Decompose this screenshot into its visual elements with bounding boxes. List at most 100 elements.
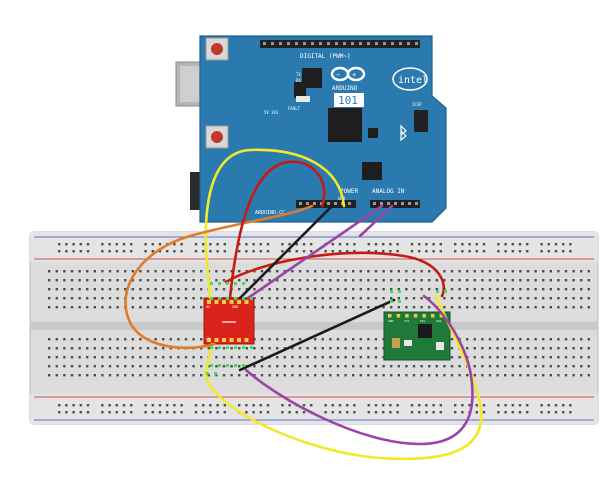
rail-hole [482,404,486,407]
rail-hole [425,404,428,407]
rail-hole [396,411,399,414]
terminal-hole [344,270,347,273]
rail-hole [238,243,241,246]
sensor-pin [439,314,444,318]
rail-hole [511,404,514,407]
terminal-hole [481,306,484,309]
level-shifter-pin [214,338,219,342]
terminal-hole [86,270,89,273]
rail-hole [374,243,378,246]
terminal-hole [63,288,66,291]
terminal-hole [222,347,226,350]
terminal-hole [101,288,104,291]
terminal-hole [298,347,302,350]
terminal-hole [200,365,203,368]
rail-hole [324,250,327,253]
terminal-hole [238,279,241,282]
rail-hole [547,250,550,253]
rail-hole [410,250,414,253]
sensor-component-b [404,340,412,346]
terminal-hole [496,270,499,273]
rail-hole [216,250,219,253]
digital-pin [391,42,394,45]
rail-hole [418,404,421,407]
terminal-hole [473,374,476,377]
rail-hole [518,411,522,414]
terminal-hole [336,374,340,377]
terminal-hole [488,270,492,273]
terminal-hole [276,356,279,359]
terminal-hole [192,356,195,359]
rail-hole [166,404,169,407]
terminal-hole [154,279,157,282]
terminal-hole [336,338,340,341]
digital-pin [359,42,362,45]
terminal-hole [93,288,96,291]
fault-label: FAULT [288,106,301,111]
terminal-hole [162,270,165,273]
terminal-hole [405,288,408,291]
terminal-hole [101,347,104,350]
rail-hole [65,411,68,414]
terminal-hole [192,338,195,341]
terminal-hole [146,288,150,291]
rail-hole [331,250,334,253]
terminal-hole [382,288,385,291]
terminal-hole [473,338,476,341]
terminal-hole [314,306,317,309]
terminal-hole [488,347,492,350]
rail-hole [367,243,370,246]
terminal-hole [253,374,256,377]
model-number: 101 [338,94,358,107]
terminal-hole [359,288,362,291]
rail-hole [382,404,385,407]
rail-hole [547,404,550,407]
terminal-hole [93,279,96,282]
terminal-hole [177,306,180,309]
rx-label: RX [296,78,301,83]
connection-marker [218,346,221,349]
terminal-hole [245,347,248,350]
terminal-hole [238,356,241,359]
level-shifter-pin [222,338,226,342]
rail-hole [454,411,457,414]
master-reset-button-cap[interactable] [211,131,223,143]
rail-hole [252,411,255,414]
rail-hole [569,411,572,414]
terminal-hole [580,288,583,291]
terminal-hole [397,288,400,291]
terminal-hole [116,306,119,309]
terminal-hole [549,356,552,359]
terminal-hole [101,297,104,300]
terminal-hole [298,374,302,377]
terminal-hole [390,279,393,282]
arduino-logo: − + [330,66,366,82]
terminal-hole [253,288,256,291]
terminal-hole [587,365,590,368]
terminal-hole [108,306,112,309]
terminal-hole [420,365,423,368]
terminal-hole [542,270,545,273]
terminal-hole [321,365,324,368]
rail-hole [374,250,378,253]
rail-hole [504,404,507,407]
terminal-hole [101,365,104,368]
reset-button-top-cap[interactable] [211,43,223,55]
digital-pin [335,42,338,45]
terminal-hole [526,338,530,341]
terminal-hole [549,347,552,350]
terminal-hole [405,306,408,309]
terminal-hole [526,365,530,368]
terminal-hole [504,347,507,350]
terminal-hole [108,297,112,300]
terminal-hole [260,374,264,377]
terminal-hole [131,374,134,377]
terminal-hole [298,306,302,309]
terminal-hole [466,306,469,309]
rail-hole [58,243,61,246]
digital-pin [263,42,266,45]
terminal-hole [63,356,66,359]
connection-marker [210,282,213,285]
terminal-hole [55,365,58,368]
sensor-pin [431,314,435,318]
